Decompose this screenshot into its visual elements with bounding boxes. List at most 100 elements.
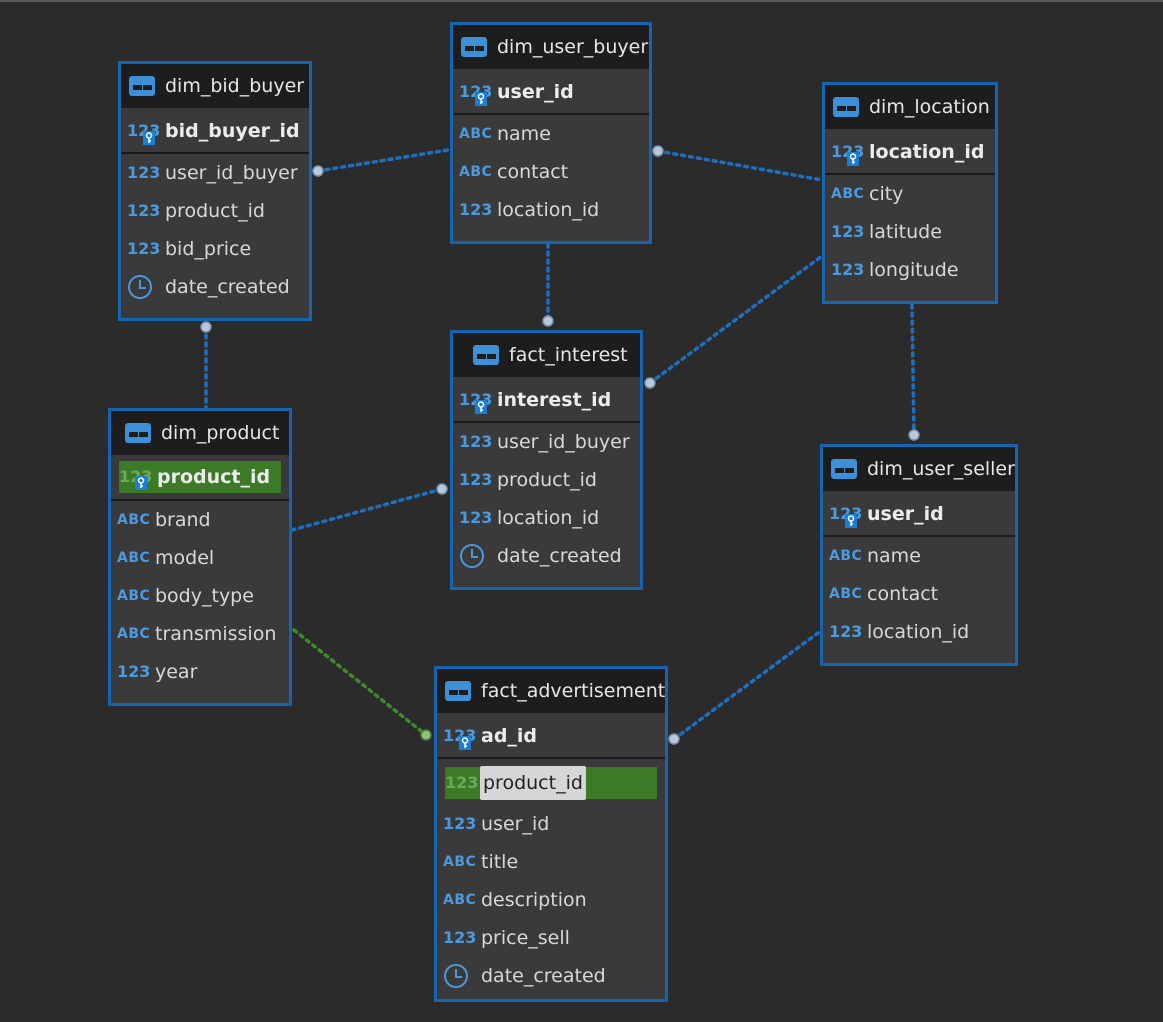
table-header[interactable]: dim_location — [825, 85, 995, 129]
top-border — [0, 0, 1163, 2]
link-endpoint — [908, 429, 920, 441]
table-icon — [129, 76, 155, 96]
column-row-pk[interactable]: 123 ad_id — [443, 719, 661, 753]
text-type-icon: ABC — [443, 892, 477, 908]
column-name: user_id_buyer — [165, 162, 298, 184]
table-icon — [831, 459, 857, 479]
text-type-icon: ABC — [459, 164, 493, 180]
link-product-interest — [290, 487, 444, 532]
table-header[interactable]: dim_user_buyer — [453, 25, 649, 69]
link-endpoint-green — [420, 729, 432, 741]
column-name: location_id — [869, 141, 985, 163]
text-type-icon: ABC — [443, 854, 477, 870]
text-type-icon: ABC — [459, 126, 493, 142]
column-name: city — [869, 183, 904, 205]
table-header[interactable]: dim_bid_buyer — [121, 64, 309, 108]
table-header[interactable]: fact_advertisement — [437, 669, 665, 713]
link-endpoint — [652, 145, 664, 157]
numeric-type-icon: 123 — [127, 201, 161, 220]
column-row[interactable]: date_created — [127, 270, 305, 304]
column-name: user_id — [481, 813, 550, 835]
table-icon — [445, 681, 471, 701]
table-name: dim_user_buyer — [497, 36, 649, 58]
table-name: fact_advertisement — [481, 680, 666, 702]
text-type-icon: ABC — [117, 588, 151, 604]
column-name: bid_price — [165, 238, 252, 260]
column-row-pk[interactable]: 123 bid_buyer_id — [127, 114, 305, 148]
column-row-pk[interactable]: 123 product_id — [119, 461, 281, 493]
column-name: price_sell — [481, 927, 570, 949]
numeric-type-icon: 123 — [831, 222, 865, 241]
column-row-pk[interactable]: 123 location_id — [831, 135, 991, 169]
numeric-type-icon: 123 — [459, 432, 493, 451]
table-header[interactable]: dim_user_seller — [823, 447, 1015, 491]
link-endpoint — [436, 483, 448, 495]
column-row[interactable]: date_created — [443, 959, 661, 993]
numeric-key-icon: 123 — [831, 135, 865, 169]
link-endpoint — [542, 315, 554, 327]
column-name: body_type — [155, 585, 254, 607]
table-name: fact_interest — [509, 344, 628, 366]
numeric-type-icon: 123 — [459, 200, 493, 219]
table-name: dim_bid_buyer — [165, 75, 305, 97]
link-product-advertisement — [292, 628, 428, 737]
numeric-key-icon: 123 — [443, 719, 477, 753]
column-name: date_created — [481, 965, 606, 987]
link-endpoint — [200, 321, 212, 333]
numeric-type-icon: 123 — [831, 260, 865, 279]
link-location-user-seller — [910, 303, 916, 437]
column-name: model — [155, 547, 215, 569]
column-name: location_id — [497, 507, 600, 529]
column-row-pk[interactable]: 123 user_id — [829, 497, 1011, 531]
link-endpoint — [312, 165, 324, 177]
column-name: title — [481, 851, 519, 873]
column-name: name — [497, 123, 551, 145]
column-row-pk[interactable]: 123 interest_id — [459, 383, 636, 417]
column-row[interactable]: date_created — [459, 539, 636, 573]
link-location-interest — [648, 254, 824, 385]
column-name: contact — [867, 583, 939, 605]
table-header[interactable]: dim_product — [111, 411, 289, 455]
text-type-icon: ABC — [829, 548, 863, 564]
column-name: product_id — [480, 766, 586, 800]
numeric-key-icon: 123 — [829, 497, 863, 531]
column-row-pk[interactable]: 123 user_id — [459, 75, 645, 109]
column-name: product_id — [157, 466, 271, 488]
link-user-seller-advertisement — [672, 628, 824, 741]
table-header[interactable]: fact_interest — [453, 333, 640, 377]
clock-icon — [444, 964, 468, 988]
